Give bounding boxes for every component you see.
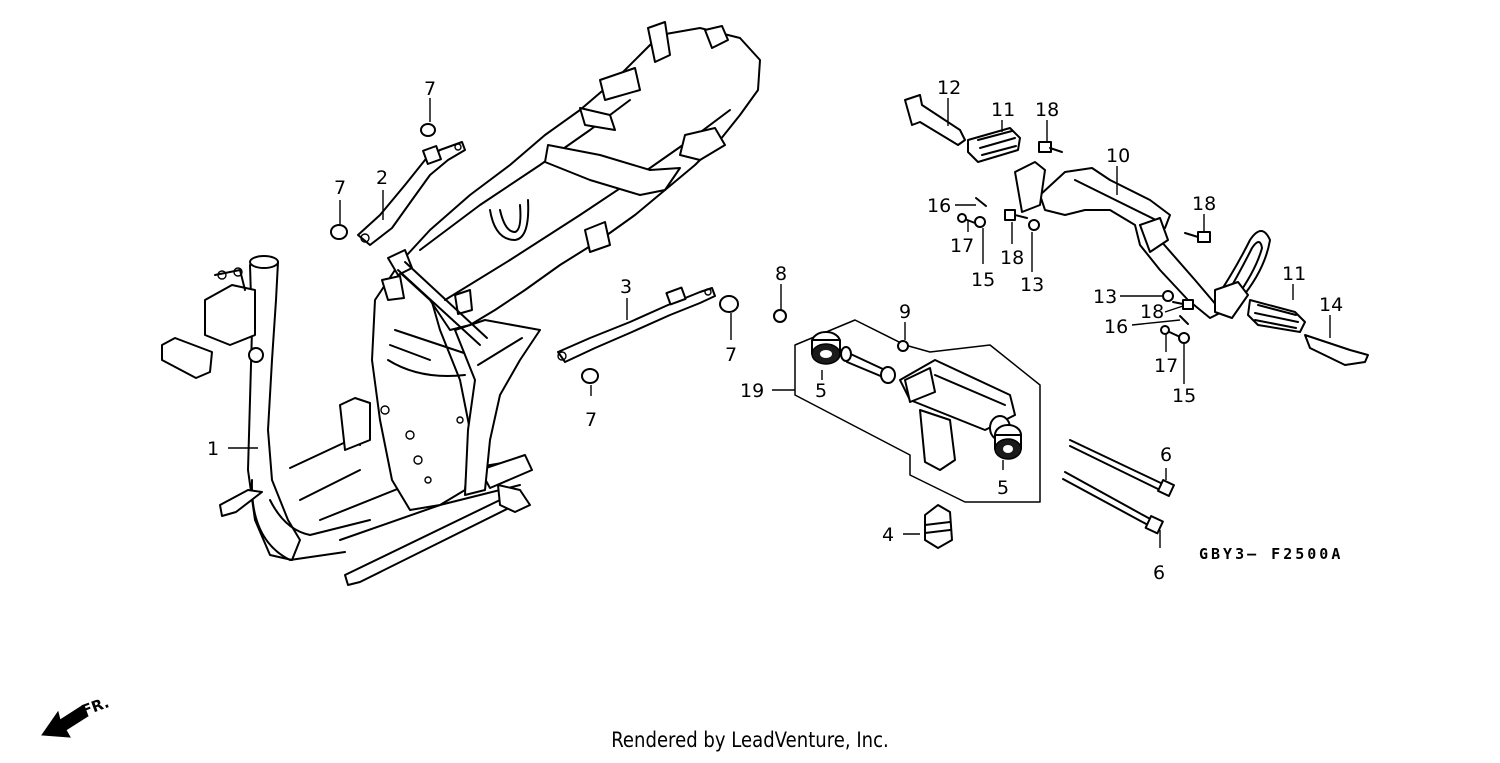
cotter-pin-16a[interactable] [975, 197, 987, 207]
pin-17b[interactable] [1160, 325, 1179, 337]
callout-1[interactable]: 1 [207, 438, 219, 460]
callout-12[interactable]: 12 [937, 77, 961, 99]
callout-10[interactable]: 10 [1106, 145, 1130, 167]
callout-7a[interactable]: 7 [424, 78, 436, 100]
bolt-18c[interactable] [1184, 231, 1211, 243]
callout-8[interactable]: 8 [775, 263, 787, 285]
bolt-18b[interactable] [1004, 209, 1028, 221]
nut-9[interactable] [897, 340, 909, 352]
footrest-rubber-11b[interactable] [1247, 299, 1306, 333]
engine-hanger-assembly[interactable] [794, 319, 1041, 503]
front-direction-label: FR. [79, 693, 111, 719]
bolt-6a[interactable] [1069, 439, 1175, 497]
callout-15b[interactable]: 15 [1172, 385, 1196, 407]
callout-13b[interactable]: 13 [1093, 286, 1117, 308]
frame-body[interactable] [161, 21, 761, 586]
nut-8[interactable] [773, 309, 787, 323]
bolt-18d[interactable] [1172, 299, 1194, 310]
nut-7b[interactable] [330, 224, 348, 240]
frame-stay-upper[interactable] [357, 141, 466, 246]
footrest-14[interactable] [1304, 334, 1369, 366]
callout-2[interactable]: 2 [376, 167, 388, 189]
callout-17a[interactable]: 17 [950, 235, 974, 257]
diagram-code: GBY3– F2500A [1199, 545, 1344, 563]
callout-6a[interactable]: 6 [1160, 444, 1172, 466]
leader-lines [228, 98, 1331, 548]
step-bar[interactable] [1014, 161, 1271, 319]
callout-3[interactable]: 3 [620, 276, 632, 298]
pin-17a[interactable] [957, 213, 976, 224]
frame-stay-lower[interactable] [557, 286, 716, 363]
callout-7d[interactable]: 7 [725, 344, 737, 366]
callout-19[interactable]: 19 [740, 380, 764, 402]
footrest-rubber-11a[interactable] [967, 127, 1021, 163]
callout-11b[interactable]: 11 [1282, 263, 1306, 285]
footer-credit: Rendered by LeadVenture, Inc. [611, 728, 889, 752]
pin-15a[interactable] [974, 216, 986, 228]
nut-7a[interactable] [420, 123, 436, 137]
callout-18c[interactable]: 18 [1192, 193, 1216, 215]
callout-18d[interactable]: 18 [1140, 301, 1164, 323]
washer-13a[interactable] [1028, 219, 1040, 231]
pin-15b[interactable] [1178, 332, 1190, 344]
nut-7d[interactable] [719, 295, 739, 313]
callout-labels: 1 2 3 4 5 5 6 6 7 7 7 7 8 9 10 11 11 12 … [207, 77, 1343, 584]
callout-15a[interactable]: 15 [971, 269, 995, 291]
callout-16b[interactable]: 16 [1104, 316, 1128, 338]
callout-6b[interactable]: 6 [1153, 562, 1165, 584]
bolt-6b[interactable] [1062, 471, 1164, 535]
washer-13b[interactable] [1162, 290, 1174, 302]
callout-5a[interactable]: 5 [815, 380, 827, 402]
callout-9[interactable]: 9 [899, 301, 911, 323]
callout-16a[interactable]: 16 [927, 195, 951, 217]
bolt-18a[interactable] [1038, 141, 1063, 153]
callout-13a[interactable]: 13 [1020, 274, 1044, 296]
stopper-rubber[interactable] [924, 504, 953, 549]
front-direction-arrow-icon: FR. [41, 693, 111, 738]
footrest-12[interactable] [904, 94, 966, 146]
callout-7b[interactable]: 7 [334, 177, 346, 199]
callout-7c[interactable]: 7 [585, 409, 597, 431]
nut-7c[interactable] [581, 368, 599, 384]
callout-18b[interactable]: 18 [1000, 247, 1024, 269]
callout-4[interactable]: 4 [882, 524, 894, 546]
callout-14[interactable]: 14 [1319, 294, 1343, 316]
callout-5b[interactable]: 5 [997, 477, 1009, 499]
callout-18a[interactable]: 18 [1035, 99, 1059, 121]
callout-11a[interactable]: 11 [991, 99, 1015, 121]
callout-17b[interactable]: 17 [1154, 355, 1178, 377]
cotter-pin-16b[interactable] [1179, 315, 1189, 325]
